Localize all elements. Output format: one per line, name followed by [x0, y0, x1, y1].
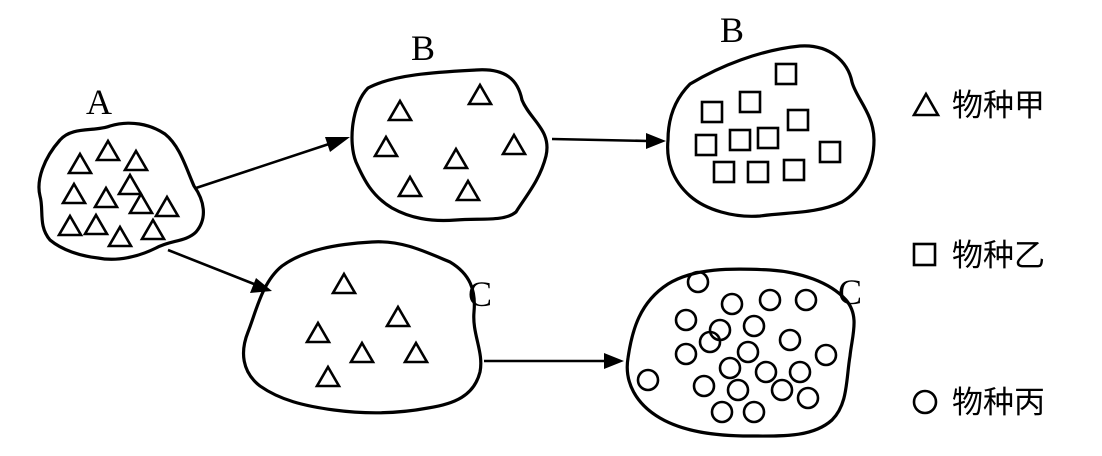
region-b1 — [350, 68, 549, 223]
region-b1-species — [372, 82, 528, 202]
species-jia-triangle — [56, 213, 84, 237]
region-b2 — [666, 44, 876, 218]
species-jia-triangle — [153, 194, 181, 218]
species-yi-square — [786, 108, 810, 132]
species-jia-triangle — [116, 172, 144, 196]
species-bing-circle — [692, 374, 716, 398]
species-bing-circle — [736, 340, 760, 364]
species-jia-triangle — [402, 340, 430, 364]
species-jia-triangle — [82, 212, 110, 236]
legend: 物种甲 物种乙 物种丙 — [911, 88, 1045, 421]
species-bing-circle — [742, 400, 766, 424]
species-jia-triangle — [92, 185, 120, 209]
species-yi-square — [700, 100, 724, 124]
species-jia-triangle — [94, 138, 122, 162]
region-a-species — [56, 138, 181, 248]
circle-icon — [912, 389, 938, 415]
species-bing-circle — [636, 368, 660, 392]
legend-item-bing: 物种丙 — [912, 385, 1045, 421]
region-c1 — [241, 240, 483, 415]
species-yi-square — [818, 140, 842, 164]
region-a — [37, 121, 205, 261]
species-bing-circle — [796, 386, 820, 410]
species-jia-triangle — [106, 224, 134, 248]
label-b-top: B — [411, 28, 435, 68]
region-c2-species — [636, 270, 838, 424]
species-bing-circle — [710, 400, 734, 424]
legend-item-yi: 物种乙 — [912, 238, 1045, 274]
species-bing-circle — [674, 342, 698, 366]
species-bing-circle — [720, 292, 744, 316]
region-b2-species — [694, 62, 842, 184]
species-jia-triangle — [348, 340, 376, 364]
species-jia-triangle — [314, 364, 342, 388]
arrow-c1-to-c2 — [484, 353, 624, 369]
species-jia-triangle — [304, 320, 332, 344]
species-bing-circle — [788, 360, 812, 384]
square-icon — [912, 242, 937, 267]
species-yi-square — [728, 128, 752, 152]
species-yi-square — [782, 158, 806, 182]
species-bing-circle — [814, 343, 838, 367]
species-bing-circle — [718, 356, 742, 380]
legend-label-yi: 物种乙 — [952, 238, 1045, 274]
species-bing-circle — [686, 270, 710, 294]
species-bing-circle — [674, 308, 698, 332]
species-jia-triangle — [66, 151, 94, 175]
region-c1-species — [304, 271, 430, 388]
species-bing-circle — [742, 314, 766, 338]
region-c2 — [625, 267, 856, 438]
species-jia-triangle — [466, 82, 494, 106]
species-jia-triangle — [396, 174, 424, 198]
species-yi-square — [738, 90, 762, 114]
species-bing-circle — [794, 288, 818, 312]
arrow-a-to-b — [195, 137, 350, 190]
species-jia-triangle — [500, 132, 528, 156]
species-jia-triangle — [454, 178, 482, 202]
label-b-right: B — [720, 10, 744, 50]
species-yi-square — [756, 126, 780, 150]
species-bing-circle — [770, 378, 794, 402]
species-jia-triangle — [122, 148, 150, 172]
species-yi-square — [712, 160, 736, 184]
legend-item-jia: 物种甲 — [911, 88, 1045, 124]
label-a: A — [86, 82, 112, 122]
species-jia-triangle — [372, 134, 400, 158]
species-yi-square — [774, 62, 798, 86]
species-bing-circle — [778, 328, 802, 352]
species-jia-triangle — [330, 271, 358, 295]
species-jia-triangle — [127, 191, 155, 215]
label-c-right: C — [838, 272, 862, 312]
arrow-b1-to-b2 — [551, 133, 666, 149]
species-jia-triangle — [442, 146, 470, 170]
label-c-bottom: C — [468, 274, 492, 314]
species-jia-triangle — [384, 304, 412, 328]
species-bing-circle — [726, 378, 750, 402]
triangle-icon — [911, 91, 941, 117]
species-bing-circle — [698, 330, 722, 354]
legend-label-bing: 物种丙 — [952, 385, 1045, 421]
species-yi-square — [694, 133, 718, 157]
species-bing-circle — [754, 360, 778, 384]
species-jia-triangle — [139, 217, 167, 241]
species-bing-circle — [758, 288, 782, 312]
legend-label-jia: 物种甲 — [952, 88, 1045, 124]
species-jia-triangle — [386, 98, 414, 122]
species-jia-triangle — [60, 181, 88, 205]
arrow-a-to-c — [167, 248, 272, 293]
species-yi-square — [746, 160, 770, 184]
